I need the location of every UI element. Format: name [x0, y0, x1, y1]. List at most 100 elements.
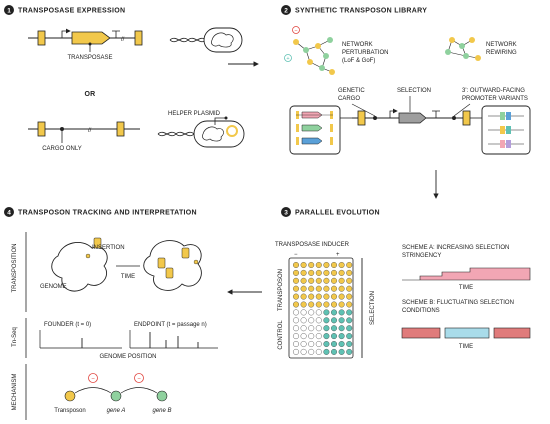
promoter-insert-point: [452, 116, 456, 120]
bacterium-cell-1: [203, 27, 243, 53]
section-1-title: TRANSPOSASE EXPRESSION: [18, 8, 125, 15]
or-label: OR: [84, 91, 95, 98]
panel-2: 2 SYNTHETIC TRANSPOSON LIBRARY − + NET: [281, 5, 531, 155]
section-3-title: PARALLEL EVOLUTION: [295, 210, 380, 217]
well: [315, 277, 322, 284]
network-perturbation-label: NETWORK: [342, 42, 373, 48]
gene-a-node: [110, 390, 122, 402]
well: [346, 293, 353, 300]
well: [315, 262, 322, 269]
transposon-insertion-before: [93, 237, 102, 249]
section-3-number: 3: [284, 210, 288, 217]
well: [346, 348, 353, 355]
well: [323, 277, 330, 284]
well: [315, 285, 322, 292]
well: [331, 341, 338, 348]
well: [300, 277, 307, 284]
tn-end-left: [37, 30, 46, 46]
well: [308, 309, 315, 316]
well: [331, 262, 338, 269]
well: [346, 262, 353, 269]
genome-squiggle: [211, 32, 234, 48]
well: [300, 341, 307, 348]
well: [323, 341, 330, 348]
well: [308, 341, 315, 348]
well: [300, 333, 307, 340]
section-1-number: 1: [7, 8, 11, 15]
tn-end-right-2: [116, 121, 125, 137]
well: [300, 301, 307, 308]
well: [323, 269, 330, 276]
well: [331, 325, 338, 332]
genome-label: GENOME: [40, 284, 67, 290]
well: [338, 309, 345, 316]
scheme-b-segment-2: [444, 327, 490, 339]
transposase-gene: [71, 31, 111, 45]
transposon-node: [64, 390, 76, 402]
svg-text:REWIRING: REWIRING: [486, 50, 517, 56]
well: [346, 309, 353, 316]
svg-text:CONDITIONS: CONDITIONS: [402, 308, 440, 314]
scheme-b-title: SCHEME B: FLUCTUATING SELECTION: [402, 300, 514, 306]
well: [338, 348, 345, 355]
svg-text://: //: [88, 128, 92, 134]
insertion-label: INSERTION: [92, 245, 125, 251]
well: [308, 333, 315, 340]
well: [293, 325, 300, 332]
transposon-node-label: Transposon: [54, 408, 85, 414]
well: [308, 269, 315, 276]
well: [323, 309, 330, 316]
well: [323, 317, 330, 324]
well: [323, 333, 330, 340]
well: [293, 262, 300, 269]
svg-text:PERTURBATION: PERTURBATION: [342, 50, 388, 56]
well: [300, 317, 307, 324]
well: [338, 293, 345, 300]
well: [331, 277, 338, 284]
transposon-row-label: TRANSPOSON: [278, 269, 284, 311]
well: [308, 262, 315, 269]
network-rewiring-graph: [445, 37, 481, 61]
svg-text:−: −: [137, 377, 141, 383]
well: [293, 277, 300, 284]
time-label: TIME: [121, 274, 135, 280]
promoter-variants-label: 3': OUTWARD-FACING: [462, 88, 525, 94]
well: [338, 262, 345, 269]
transposase-label: TRANSPOSASE: [67, 55, 112, 61]
svg-text:+: +: [286, 56, 289, 62]
well: [346, 341, 353, 348]
well: [346, 269, 353, 276]
scheme-a-bar: [402, 267, 531, 281]
panel-3: 3 PARALLEL EVOLUTION TRANSPOSASE INDUCER…: [275, 207, 531, 359]
well-grid: [293, 262, 353, 355]
well: [308, 348, 315, 355]
well: [338, 341, 345, 348]
scheme-b-time: TIME: [459, 344, 473, 350]
well: [331, 309, 338, 316]
well: [300, 348, 307, 355]
svg-text:PROMOTER VARIANTS: PROMOTER VARIANTS: [462, 96, 528, 102]
library-tn-end-right: [462, 110, 471, 126]
well: [346, 325, 353, 332]
tn-end-left-2: [37, 121, 46, 137]
well: [308, 277, 315, 284]
section-4-badge: [4, 207, 14, 217]
well: [315, 269, 322, 276]
section-4-title: TRANSPOSON TRACKING AND INTERPRETATION: [18, 210, 197, 217]
svg-text:CARGO: CARGO: [338, 96, 360, 102]
well: [315, 309, 322, 316]
genetic-cargo-label: GENETIC: [338, 88, 365, 94]
tnseq-row-label: Tn-Seq: [12, 327, 18, 347]
well: [323, 348, 330, 355]
well: [331, 333, 338, 340]
well: [331, 293, 338, 300]
svg-text:−: −: [294, 28, 297, 34]
well: [323, 285, 330, 292]
well: [308, 285, 315, 292]
well: [323, 293, 330, 300]
well: [300, 285, 307, 292]
well: [331, 269, 338, 276]
well: [346, 301, 353, 308]
well: [338, 325, 345, 332]
well: [308, 325, 315, 332]
